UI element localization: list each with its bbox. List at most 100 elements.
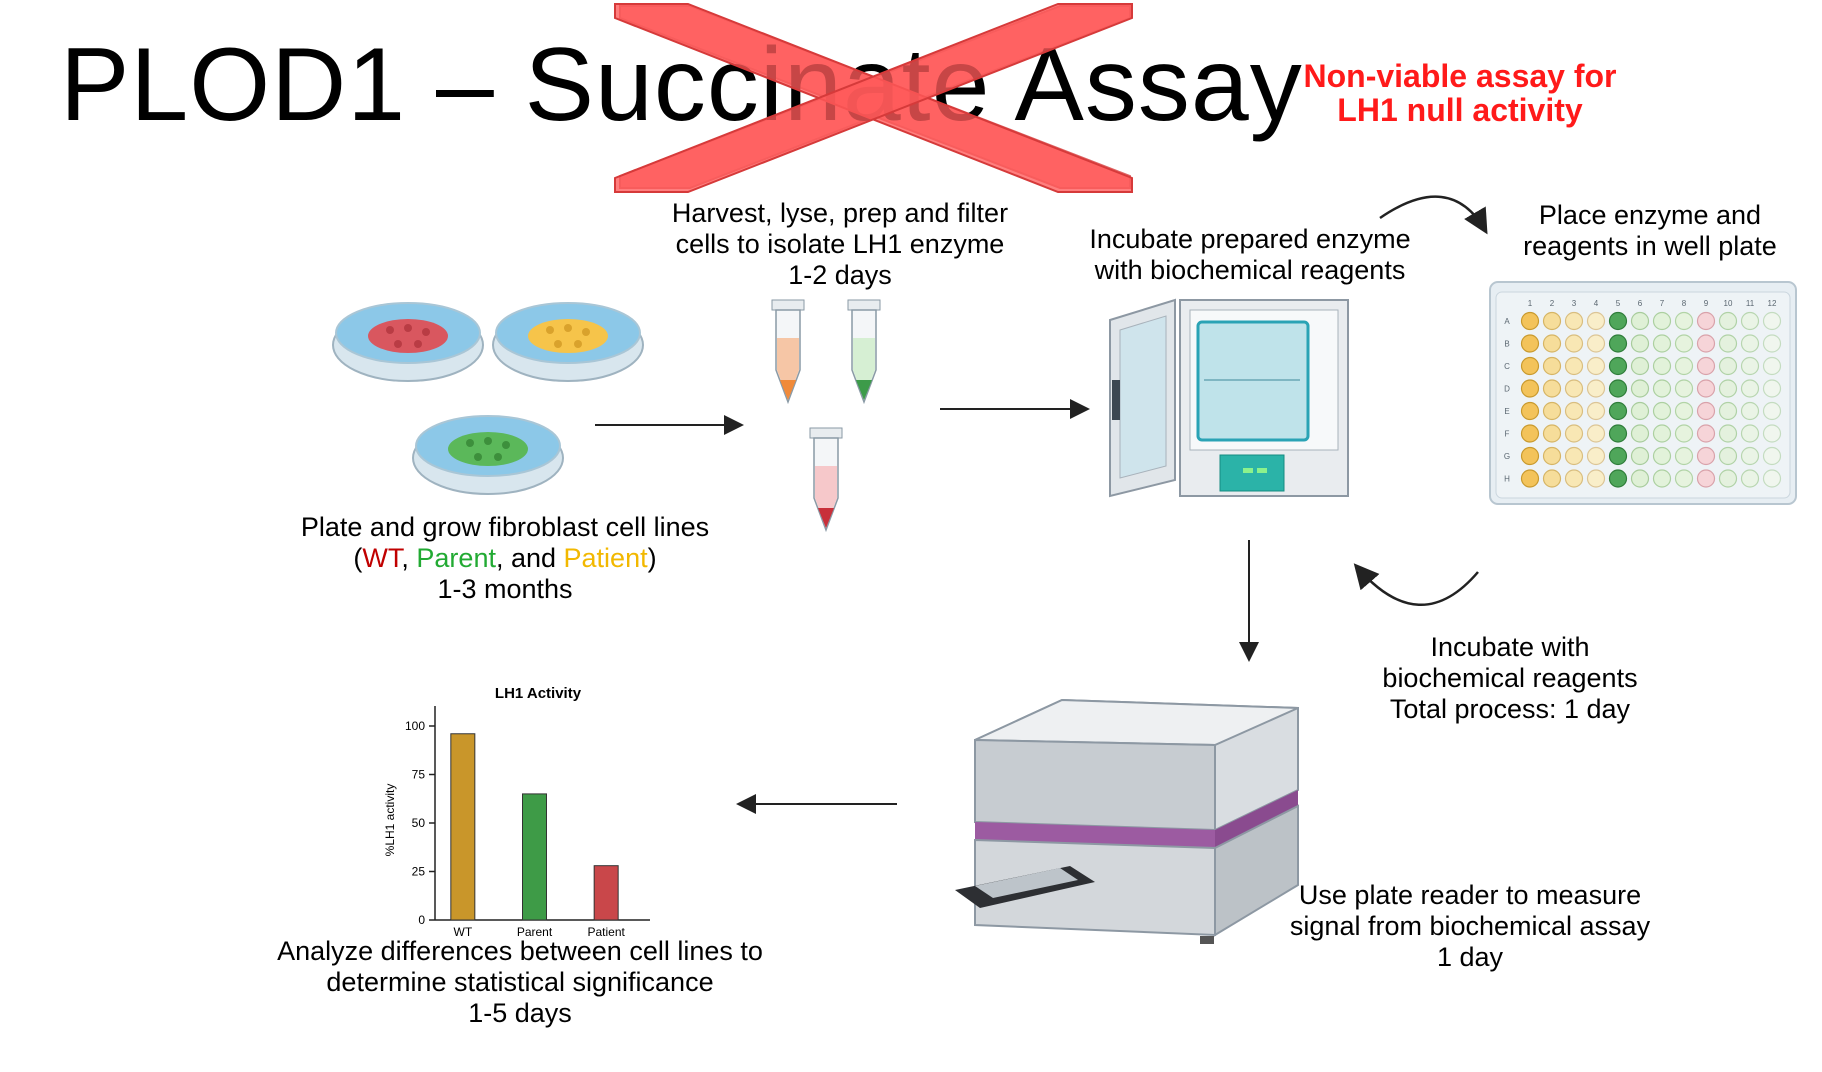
plate-well: [1740, 379, 1760, 398]
plate-well: [1718, 334, 1738, 353]
tube-green: [847, 299, 881, 405]
chart-y-tick-label: 75: [412, 768, 426, 782]
plate-well: [1630, 379, 1650, 398]
chart-title: LH1 Activity: [495, 685, 582, 702]
plate-column-label: 11: [1746, 299, 1755, 308]
plate-row-label: D: [1504, 385, 1510, 394]
cross-overlay: [614, 3, 1133, 193]
plate-well: [1674, 334, 1694, 353]
plate-well: [1520, 424, 1540, 443]
plate-column-label: 2: [1550, 299, 1555, 308]
petri-dish-red: [332, 302, 484, 382]
arrow-curved-top: [1379, 195, 1488, 235]
step-plate-reader: Use plate reader to measure signal from …: [1270, 880, 1670, 973]
plate-well: [1520, 356, 1540, 376]
petri-dish-yellow: [492, 302, 644, 382]
plate-well: [1586, 334, 1606, 353]
plate-well: [1608, 469, 1628, 488]
plate-well: [1696, 424, 1716, 443]
chart-bar: [593, 865, 619, 921]
plate-well: [1740, 334, 1760, 353]
plate-grow-line1: Plate and grow fibroblast cell lines: [300, 512, 710, 542]
plate-column-label: 1: [1528, 299, 1533, 308]
plate-row-label: C: [1504, 362, 1510, 371]
plate-well: [1520, 379, 1540, 398]
plate-well: [1696, 311, 1716, 331]
chart-x-tick-label: Patient: [587, 925, 625, 939]
plate-well: [1564, 446, 1584, 466]
plate-well: [1762, 469, 1782, 488]
plate-well: [1630, 469, 1650, 488]
plate-well: [1652, 379, 1672, 398]
plate-column-label: 10: [1724, 299, 1733, 308]
plate-well: [1542, 401, 1562, 421]
plate-well: [1586, 469, 1606, 488]
chart-y-tick-label: 0: [418, 913, 425, 927]
plate-well: [1718, 424, 1738, 443]
plate-well: [1740, 401, 1760, 421]
plate-well: [1674, 311, 1694, 331]
plate-row-label: H: [1504, 475, 1510, 484]
incubator: [1109, 298, 1349, 498]
plate-well: [1696, 334, 1716, 353]
plate-well: [1586, 356, 1606, 376]
plate-well: [1542, 379, 1562, 398]
label-parent: Parent: [416, 543, 496, 574]
plate-well: [1520, 401, 1540, 421]
warning-line2: LH1 null activity: [1337, 91, 1583, 128]
plate-well: [1718, 311, 1738, 331]
step-plate-grow: Plate and grow fibroblast cell lines (WT…: [270, 512, 740, 605]
harvest-line3: 1-2 days: [788, 260, 892, 291]
plate-well: [1542, 356, 1562, 376]
plate-well: [1630, 424, 1650, 443]
plate-well: [1542, 334, 1562, 353]
page-title: PLOD1 – Succinate Assay: [60, 27, 1303, 143]
incubate-reagents-line1: Incubate with: [1430, 632, 1590, 662]
plate-well: [1740, 469, 1760, 488]
plate-well: [1608, 401, 1628, 421]
plate-well: [1652, 469, 1672, 488]
petri-dish-green: [412, 415, 564, 495]
plate-well: [1674, 469, 1694, 488]
plate-well: [1674, 424, 1694, 443]
plate-well: [1674, 401, 1694, 421]
plate-well: [1542, 311, 1562, 331]
plate-well: [1696, 379, 1716, 398]
plate-column-label: 12: [1768, 299, 1777, 308]
plate-well: [1674, 356, 1694, 376]
plate-well: [1520, 311, 1540, 331]
plate-well: [1674, 379, 1694, 398]
plate-well: [1762, 379, 1782, 398]
plate-well: [1586, 424, 1606, 443]
plate-well: [1586, 446, 1606, 466]
plate-well: [1762, 446, 1782, 466]
plate-well: [1740, 424, 1760, 443]
plate-well: [1542, 446, 1562, 466]
plate-well: [1520, 446, 1540, 466]
plate-well: [1586, 401, 1606, 421]
plate-well: [1696, 356, 1716, 376]
plate-well: [1542, 424, 1562, 443]
plate-well: [1674, 446, 1694, 466]
plate-reader-line2: signal from biochemical assay: [1289, 911, 1651, 942]
harvest-line1: Harvest, lyse, prep and filter: [671, 198, 1009, 228]
plate-well: [1652, 356, 1672, 376]
plate-well: [1586, 311, 1606, 331]
plate-well: [1762, 334, 1782, 353]
plate-reader-line1: Use plate reader to measure: [1298, 880, 1642, 910]
chart-ylabel: %LH1 activity: [383, 784, 397, 857]
plate-reader-line3: 1 day: [1436, 942, 1504, 973]
place-line2: reagents in well plate: [1523, 231, 1777, 262]
label-patient: Patient: [563, 543, 648, 574]
plate-well: [1564, 334, 1584, 353]
plate-well: [1740, 356, 1760, 376]
plate-well: [1630, 311, 1650, 331]
plate-grow-line2: (WT, Parent, and Patient): [270, 543, 740, 574]
analyze-line1: Analyze differences between cell lines t…: [277, 936, 763, 966]
plate-well: [1652, 424, 1672, 443]
plate-row-label: E: [1504, 407, 1509, 416]
plate-well: [1520, 469, 1540, 488]
plate-well: [1652, 446, 1672, 466]
plate-well: [1586, 379, 1606, 398]
